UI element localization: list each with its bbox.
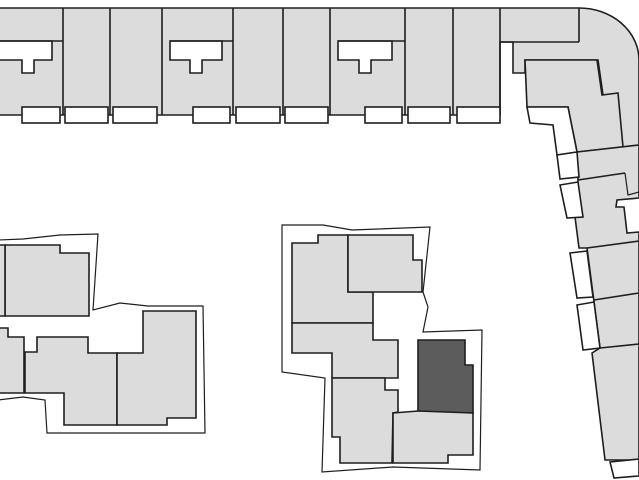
light-well — [615, 197, 639, 234]
balcony — [112, 106, 158, 124]
left-building-unit[interactable] — [116, 310, 197, 426]
balcony — [456, 106, 501, 124]
center-building-unit[interactable] — [291, 322, 399, 379]
unit-divider — [577, 172, 626, 181]
unit-divider — [624, 172, 639, 196]
center-building-unit[interactable] — [331, 377, 399, 464]
balcony — [609, 458, 639, 479]
balcony — [235, 106, 281, 124]
balcony — [284, 106, 329, 124]
top-row-building — [0, 7, 639, 148]
balcony — [192, 106, 231, 124]
courtyard — [0, 40, 53, 74]
balcony — [364, 106, 403, 124]
left-building-unit[interactable] — [0, 327, 25, 394]
right-wing-building — [524, 59, 639, 479]
left-building-unit[interactable] — [4, 244, 90, 317]
building-outline — [281, 224, 483, 473]
unit-divider — [586, 240, 639, 249]
left-building-unit[interactable] — [0, 244, 6, 317]
courtyard — [169, 40, 223, 74]
building-outline — [0, 233, 206, 434]
center-building — [281, 224, 483, 473]
balcony — [559, 181, 584, 219]
right-wing-body[interactable] — [574, 144, 639, 461]
balcony — [64, 106, 109, 124]
unit-divider — [599, 343, 639, 349]
balcony — [407, 106, 451, 124]
left-building — [0, 233, 206, 434]
selected-unit[interactable] — [417, 339, 474, 414]
balcony — [21, 106, 61, 124]
courtyard — [337, 40, 393, 74]
courtyard — [526, 106, 578, 156]
left-building-unit[interactable] — [24, 336, 118, 426]
balcony — [569, 250, 594, 299]
balcony — [556, 151, 580, 180]
center-building-unit[interactable] — [347, 234, 423, 293]
center-building-unit[interactable] — [392, 410, 474, 464]
unit-divider — [593, 292, 639, 301]
balcony — [576, 301, 601, 351]
